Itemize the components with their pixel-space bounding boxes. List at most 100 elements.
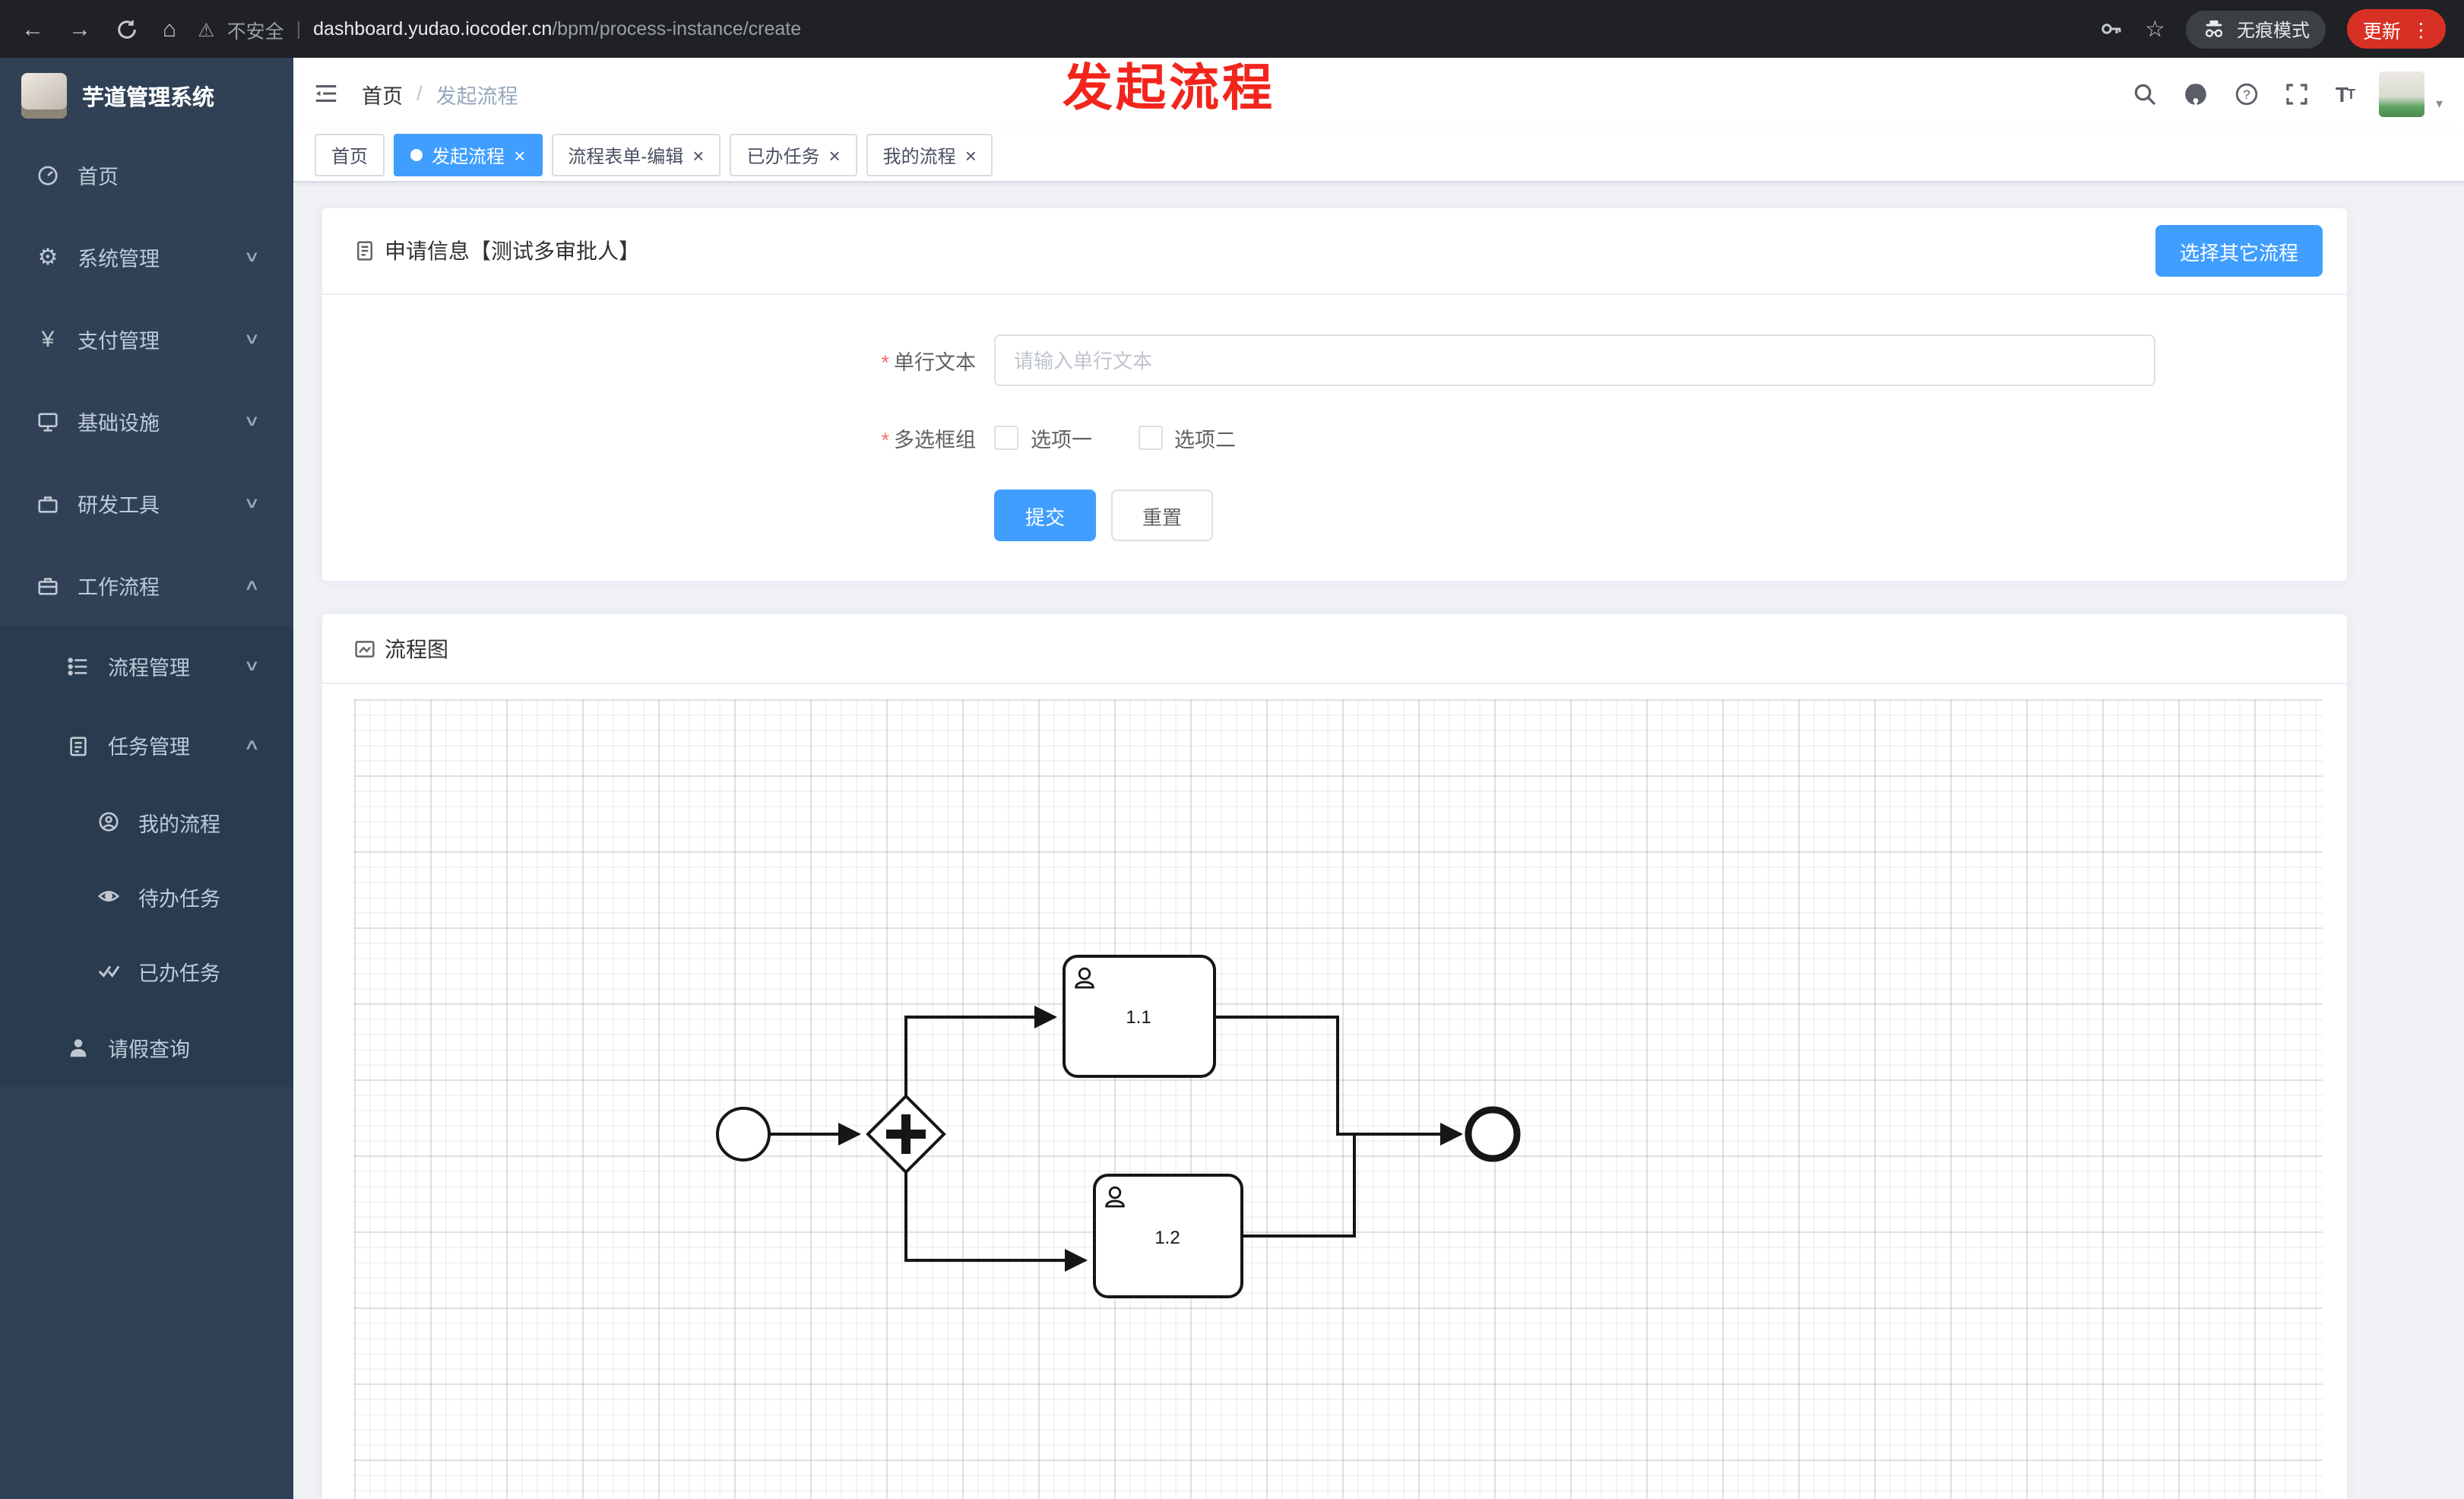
diagram-icon (355, 640, 375, 657)
tab-close-icon[interactable]: × (692, 144, 705, 166)
text-field-label: *单行文本 (881, 351, 976, 374)
sidebar-item-infrastructure[interactable]: 基础设施 ∨ (0, 380, 293, 462)
github-icon[interactable] (2184, 81, 2209, 106)
end-event[interactable] (1465, 1106, 1521, 1162)
bpmn-diagram[interactable]: 1.1 1.2 (354, 699, 2323, 1499)
flow-gateway-to-task-2[interactable] (904, 1172, 1088, 1272)
done-check-icon (94, 959, 123, 982)
checkbox-option-1[interactable]: 选项一 (994, 423, 1092, 453)
avatar-caret-icon[interactable]: ▾ (2435, 95, 2443, 110)
user-task-1[interactable]: 1.1 (1063, 955, 1216, 1078)
collapse-sidebar-icon[interactable] (313, 81, 339, 106)
tab-done-tasks[interactable]: 已办任务 × (730, 134, 857, 176)
submit-button[interactable]: 提交 (994, 490, 1096, 541)
fullscreen-icon[interactable] (2285, 81, 2310, 106)
checkbox-icon[interactable] (994, 426, 1018, 450)
user-avatar[interactable] (2379, 71, 2425, 116)
workflow-submenu: 流程管理 ∨ 任务管理 ∧ (0, 626, 293, 1087)
page-url[interactable]: dashboard.yudao.iocoder.cn/bpm/process-i… (313, 18, 801, 40)
sidebar-item-process-management[interactable]: 流程管理 ∨ (0, 626, 293, 705)
select-other-process-button[interactable]: 选择其它流程 (2155, 225, 2323, 277)
incognito-badge[interactable]: 无痕模式 (2186, 10, 2326, 48)
svg-text:?: ? (2244, 87, 2250, 101)
back-icon[interactable]: ← (21, 16, 44, 42)
flow-task-1-to-end[interactable] (1215, 1016, 1463, 1146)
flow-task-2-join[interactable] (1242, 1136, 1356, 1238)
security-label[interactable]: 不安全 (226, 21, 284, 42)
chevron-up-icon: ∧ (242, 737, 260, 753)
tab-my-process[interactable]: 我的流程 × (866, 134, 993, 176)
chevron-up-icon: ∧ (242, 577, 260, 594)
forward-icon[interactable]: → (68, 16, 91, 42)
url-domain: dashboard.yudao.iocoder.cn (313, 18, 553, 40)
flow-gateway-to-task-1[interactable] (904, 1006, 1057, 1096)
breadcrumb-home[interactable]: 首页 (362, 84, 403, 107)
bpmn-canvas[interactable]: 1.1 1.2 (354, 699, 2323, 1499)
tab-process-form-edit[interactable]: 流程表单-编辑 × (551, 134, 721, 176)
sidebar-item-todo-tasks[interactable]: 待办任务 (0, 859, 293, 933)
browser-menu-icon[interactable]: ⋮ (2412, 19, 2431, 40)
user-task-2[interactable]: 1.2 (1093, 1174, 1243, 1298)
single-line-text-input[interactable] (994, 334, 2155, 386)
update-label: 更新 (2362, 21, 2401, 42)
user-icon (64, 1036, 93, 1059)
sidebar-item-dev-tools[interactable]: 研发工具 ∨ (0, 462, 293, 544)
apply-info-title: 申请信息【测试多审批人】 (354, 236, 640, 266)
task-label: 1.2 (1154, 1228, 1180, 1248)
checkbox-option-2[interactable]: 选项二 (1138, 423, 1236, 453)
address-bar[interactable]: ⚠ 不安全 | dashboard.yudao.iocoder.cn/bpm/p… (198, 14, 2099, 43)
app-title: 芋道管理系统 (82, 86, 214, 110)
infrastructure-icon (33, 410, 62, 433)
tools-icon (33, 492, 62, 515)
tab-create-process[interactable]: 发起流程 × (394, 134, 543, 176)
sidebar-item-leave-query[interactable]: 请假查询 (0, 1008, 293, 1087)
active-tab-dot-icon (410, 149, 423, 161)
bookmark-star-icon[interactable]: ☆ (2145, 17, 2165, 43)
start-event[interactable] (716, 1107, 771, 1161)
tab-close-icon[interactable]: × (964, 144, 977, 166)
chevron-down-icon: ∨ (242, 658, 260, 674)
incognito-label: 无痕模式 (2236, 19, 2310, 40)
warning-icon: ⚠ (198, 19, 215, 40)
chevron-down-icon: ∨ (242, 331, 260, 347)
checkbox-icon[interactable] (1138, 426, 1162, 450)
text-field-row: *单行文本 (824, 334, 2347, 386)
browser-update-button[interactable]: 更新 ⋮ (2347, 9, 2446, 49)
document-icon (357, 241, 372, 261)
my-process-icon (94, 810, 123, 833)
chevron-down-icon: ∨ (242, 495, 260, 512)
parallel-gateway[interactable] (866, 1094, 946, 1174)
app-window: 芋道管理系统 首页 ⚙ 系统管理 ∨ ¥ 支付管理 ∨ (0, 58, 2464, 1499)
tab-close-icon[interactable]: × (828, 144, 841, 166)
sidebar-item-payment-management[interactable]: ¥ 支付管理 ∨ (0, 298, 293, 380)
reset-button[interactable]: 重置 (1111, 490, 1213, 541)
sidebar-item-task-management[interactable]: 任务管理 ∧ (0, 705, 293, 784)
tab-home[interactable]: 首页 (315, 134, 385, 176)
key-icon[interactable] (2099, 17, 2124, 41)
sequence-flows[interactable] (769, 1006, 1463, 1272)
sidebar-item-system-management[interactable]: ⚙ 系统管理 ∨ (0, 216, 293, 298)
url-path: /bpm/process-instance/create (552, 18, 802, 40)
app-logo[interactable]: 芋道管理系统 (0, 58, 293, 134)
sidebar-item-done-tasks[interactable]: 已办任务 (0, 933, 293, 1008)
search-icon[interactable] (2133, 81, 2158, 106)
chevron-down-icon: ∨ (242, 249, 260, 265)
reload-icon[interactable] (116, 17, 138, 40)
help-icon[interactable]: ? (2235, 81, 2260, 106)
plus-icon (886, 1114, 926, 1154)
sidebar-item-home[interactable]: 首页 (0, 134, 293, 216)
sidebar-item-workflow[interactable]: 工作流程 ∧ (0, 544, 293, 626)
home-icon[interactable]: ⌂ (163, 16, 177, 42)
sidebar-item-my-process[interactable]: 我的流程 (0, 784, 293, 859)
tab-close-icon[interactable]: × (514, 144, 526, 166)
dashboard-icon (33, 163, 62, 186)
breadcrumb: 首页 / 发起流程 (362, 78, 518, 109)
process-list-icon (64, 654, 93, 677)
main-area: 首页 / 发起流程 (293, 58, 2464, 1499)
checkbox-group: 选项一 选项二 (994, 423, 1236, 453)
gear-icon: ⚙ (37, 245, 59, 271)
breadcrumb-separator: / (416, 82, 423, 105)
